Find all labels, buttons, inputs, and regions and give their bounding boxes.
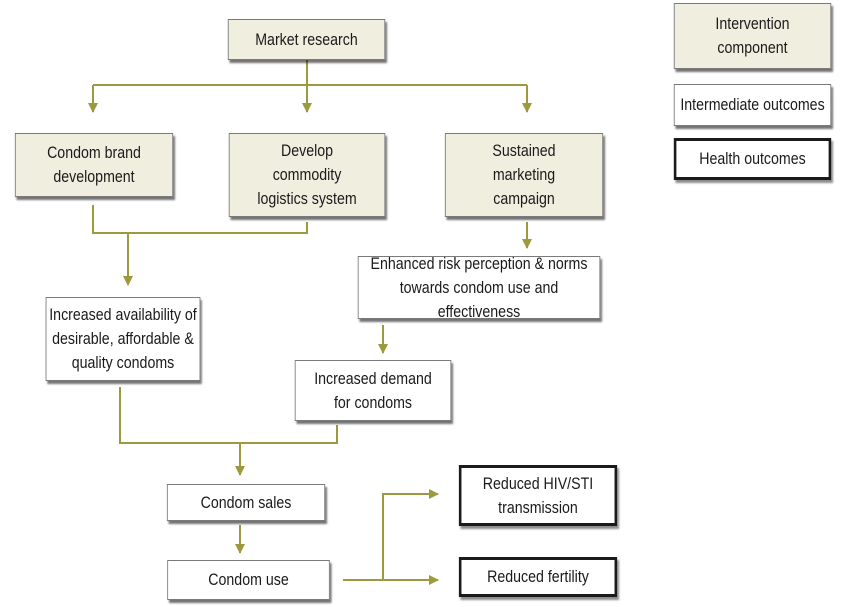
arrow-brand-logistics-to-availability (92, 205, 308, 285)
node-market-research: Market research (227, 19, 386, 60)
arrow-market-to-branches (93, 60, 527, 86)
node-condom-brand-development: Condom brand development (14, 133, 174, 197)
arrow-use-to-outcomes (343, 489, 439, 581)
node-reduced-fertility: Reduced fertility (458, 557, 618, 597)
legend-intervention-component: Intervention component (673, 3, 832, 69)
node-commodity-logistics: Develop commodity logistics system (228, 133, 386, 217)
node-demand: Increased demand for condoms (294, 360, 452, 421)
node-condom-sales: Condom sales (166, 484, 326, 521)
node-availability: Increased availability of desirable, aff… (45, 297, 201, 381)
legend-health-outcomes: Health outcomes (673, 138, 832, 180)
node-marketing-campaign: Sustained marketing campaign (444, 133, 604, 217)
node-risk-perception: Enhanced risk perception & norms towards… (357, 255, 601, 321)
node-reduced-hiv-sti: Reduced HIV/STI transmission (458, 465, 618, 526)
node-condom-use: Condom use (167, 560, 330, 600)
legend-intermediate-outcomes: Intermediate outcomes (673, 84, 832, 126)
